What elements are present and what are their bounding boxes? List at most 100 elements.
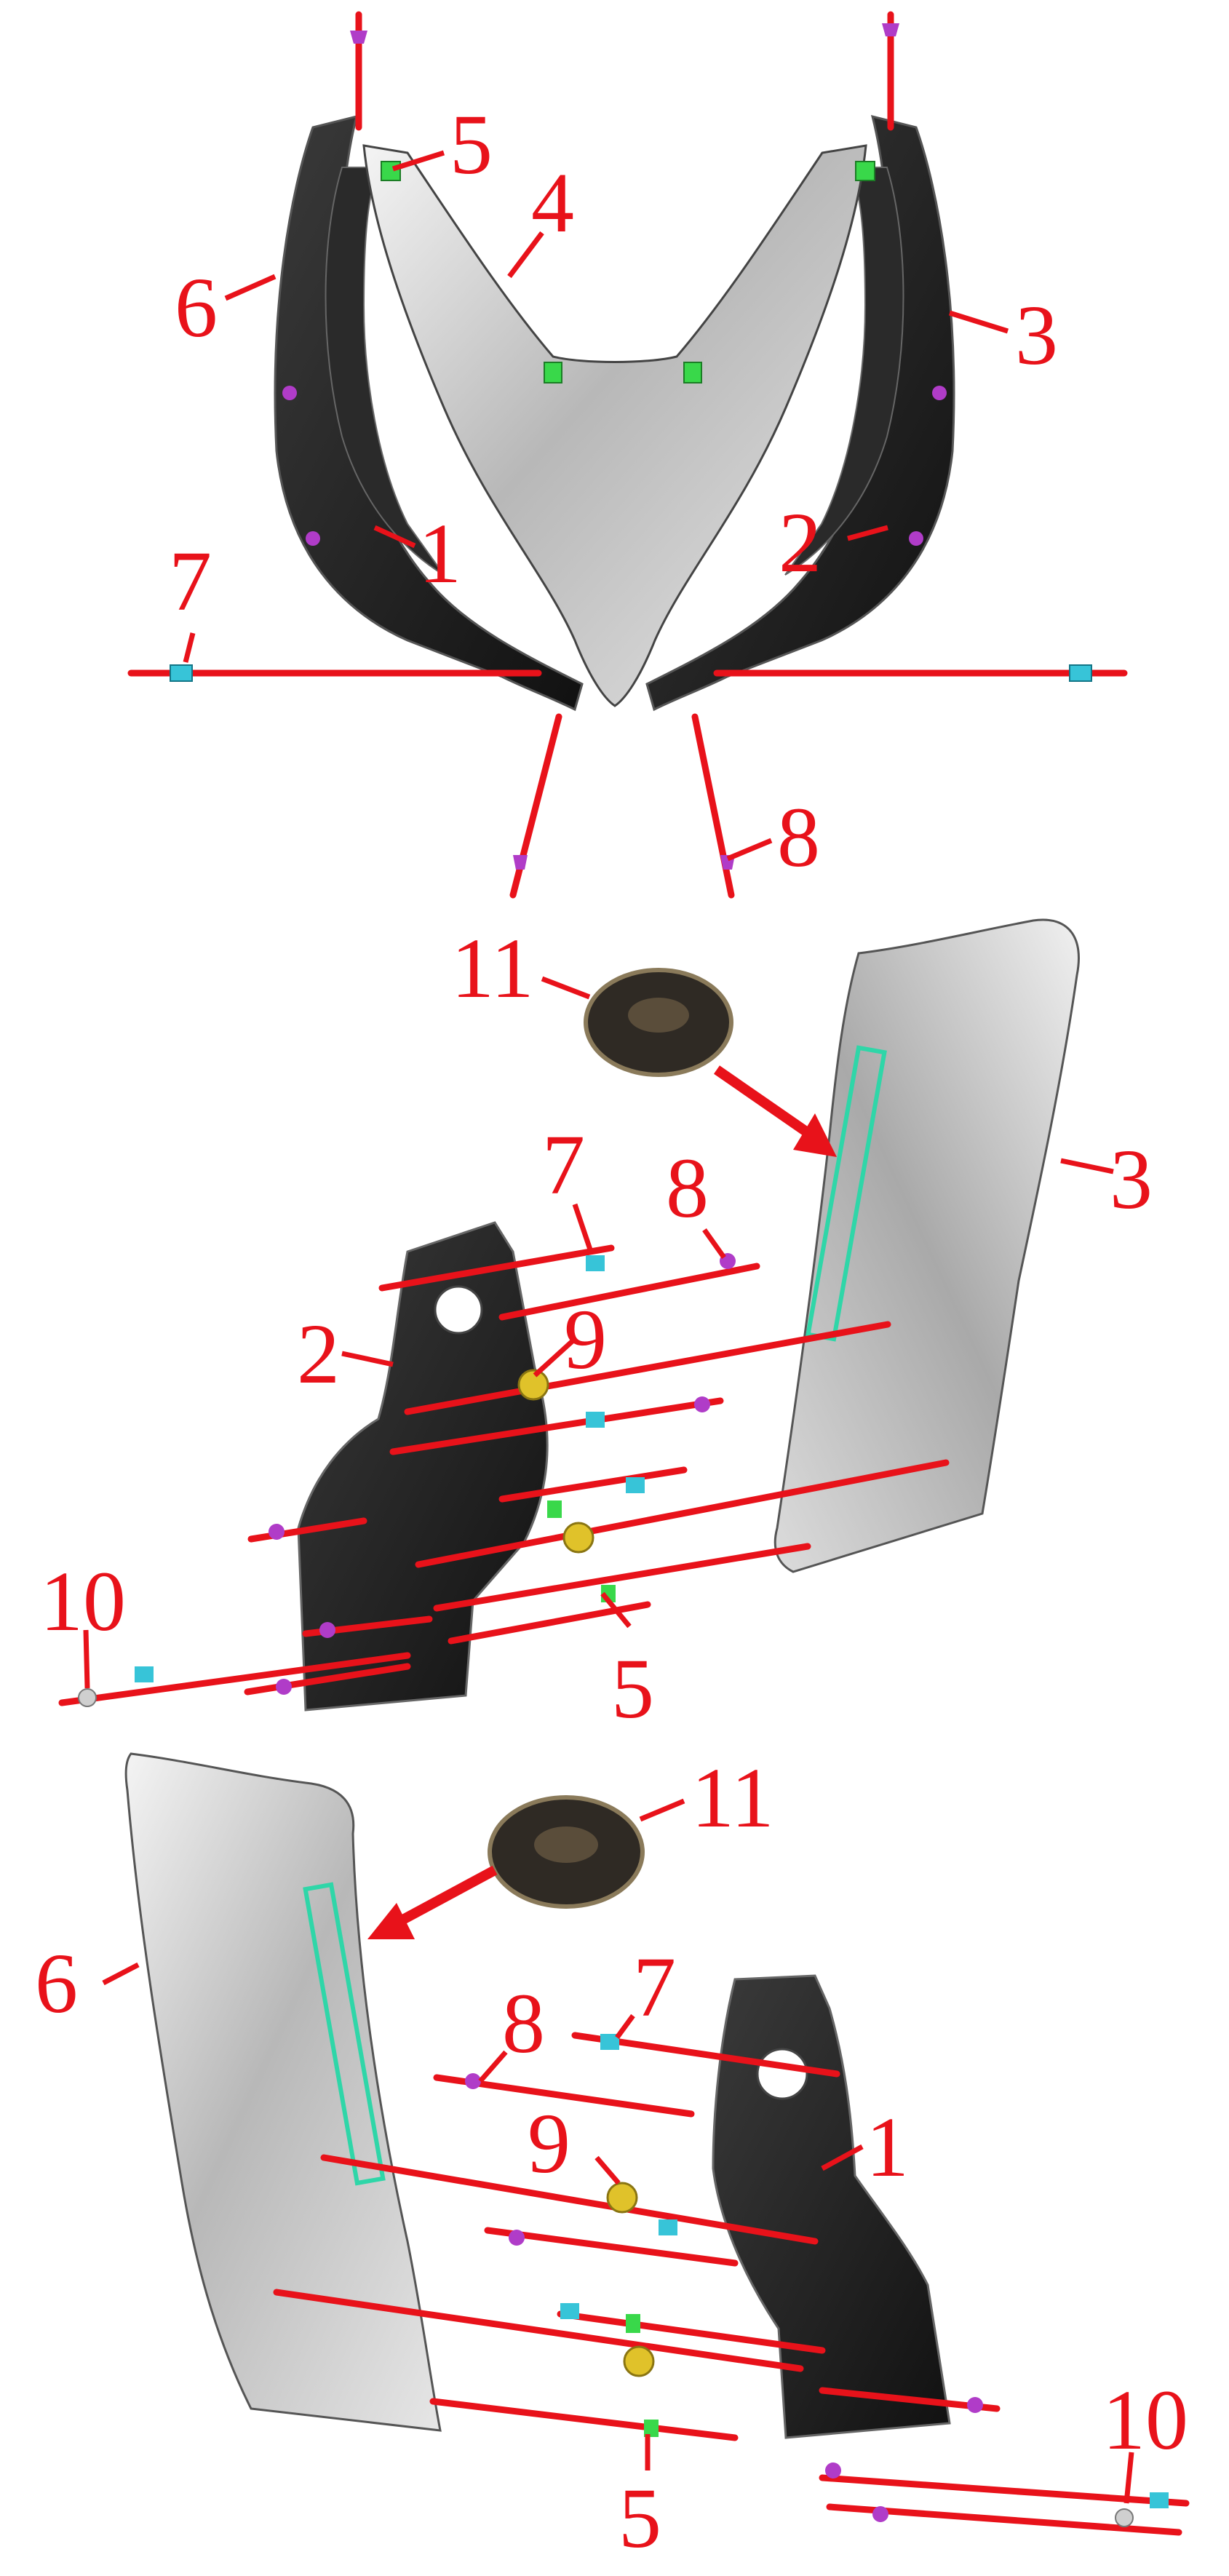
axis-line — [58, 1652, 411, 1706]
right-silver-panel — [773, 918, 1080, 1573]
leader-line — [478, 2050, 508, 2083]
bracket-hole — [434, 1285, 483, 1335]
leader-line — [1060, 1158, 1114, 1174]
leader-line — [391, 150, 445, 172]
black-bracket — [712, 1974, 951, 2439]
leader-line — [183, 632, 196, 663]
callout-label: 5 — [619, 2470, 661, 2566]
purple-clip — [282, 386, 297, 400]
bolt-10 — [1115, 2508, 1134, 2527]
green-nut — [544, 362, 562, 383]
bolt-10 — [78, 1688, 97, 1707]
right-inner-bracket — [784, 167, 904, 576]
callout-label: 3 — [1110, 1132, 1153, 1227]
axis-line — [404, 1321, 891, 1415]
seal-arrow-head — [793, 1113, 837, 1157]
purple-clip — [269, 1524, 285, 1540]
callout-label: 7 — [169, 533, 212, 629]
axis-line — [389, 1397, 724, 1455]
seal-arrow — [397, 1865, 498, 1926]
leader-line — [615, 2014, 635, 2040]
cyan-screw — [1150, 2492, 1169, 2508]
green-nut — [683, 362, 702, 383]
axis-line — [244, 1663, 411, 1696]
leader-line — [702, 1228, 726, 1260]
axis-line — [320, 2154, 819, 2245]
yellow-grommet — [606, 2182, 638, 2214]
left-inner-bracket — [325, 167, 445, 576]
purple-clip — [967, 2397, 983, 2413]
callout-label: 5 — [450, 97, 493, 192]
seal-arrow — [714, 1065, 814, 1140]
axis-line — [433, 1543, 811, 1612]
purple-clip — [882, 23, 899, 36]
callout-label: 8 — [666, 1140, 709, 1236]
callout-label: 1 — [418, 506, 461, 601]
callout-label: 7 — [633, 1939, 676, 2035]
black-bracket — [297, 1221, 549, 1712]
callout-label: 9 — [528, 2096, 570, 2191]
leader-line — [726, 838, 773, 862]
center-front-cover — [362, 144, 867, 707]
axis-line — [429, 2398, 739, 2441]
cyan-screw — [586, 1412, 605, 1428]
green-nut — [626, 2314, 640, 2333]
purple-clip — [306, 531, 320, 546]
leader-line — [102, 1962, 140, 1986]
leader-line — [821, 2144, 864, 2171]
purple-clip — [872, 2506, 888, 2522]
right-side-assembly — [58, 918, 1080, 1712]
leader-line — [83, 1629, 90, 1689]
axis-line — [819, 2474, 1190, 2507]
axis-line — [484, 2227, 739, 2267]
purple-clip — [465, 2073, 481, 2089]
callout-label: 6 — [175, 260, 218, 355]
purple-clip — [509, 2230, 525, 2246]
purple-clip — [319, 1622, 335, 1638]
leader-line — [600, 1591, 632, 1629]
green-nut — [381, 161, 401, 181]
purple-clip — [825, 2462, 841, 2478]
callout-label: 3 — [1015, 287, 1058, 383]
callout-label: 10 — [1102, 2372, 1188, 2468]
callout-label: 11 — [691, 1750, 774, 1845]
purple-clip — [932, 386, 947, 400]
callout-label: 8 — [777, 790, 820, 885]
cyan-screw — [626, 1477, 645, 1493]
green-nut — [855, 161, 875, 181]
leader-line — [224, 274, 277, 301]
callout-label: 7 — [542, 1117, 585, 1212]
purple-clip — [276, 1679, 292, 1695]
leader-line — [533, 1337, 577, 1378]
bracket-hole — [756, 2048, 808, 2100]
axis-line — [415, 1459, 950, 1568]
leader-line — [847, 525, 888, 541]
leader-line — [507, 231, 544, 279]
leader-line — [639, 1798, 685, 1822]
seal-tape-roll-core — [534, 1826, 598, 1863]
leader-line — [1123, 2452, 1134, 2504]
leader-line — [373, 525, 416, 549]
cyan-screw — [560, 2303, 579, 2319]
purple-clip — [694, 1396, 710, 1412]
callout-label: 8 — [502, 1976, 545, 2071]
cyan-screw — [135, 1666, 154, 1682]
leader-line — [341, 1351, 394, 1367]
cyan-screw — [659, 2219, 677, 2235]
callout-label: 10 — [40, 1554, 126, 1649]
axis-line — [498, 1466, 688, 1503]
green-nut — [644, 2420, 659, 2437]
cyan-screw — [170, 664, 193, 682]
axis-line — [378, 1244, 615, 1292]
left-silver-panel — [124, 1752, 442, 2432]
callout-label: 9 — [564, 1292, 607, 1387]
callout-label: 11 — [451, 921, 534, 1016]
leader-line — [594, 2155, 621, 2185]
purple-clip — [350, 31, 367, 44]
callout-label: 1 — [866, 2099, 909, 2195]
leader-line — [541, 976, 591, 1000]
purple-clip — [513, 855, 528, 870]
leader-line — [572, 1203, 594, 1253]
green-nut — [547, 1500, 562, 1518]
seal-outline — [303, 1882, 386, 2186]
